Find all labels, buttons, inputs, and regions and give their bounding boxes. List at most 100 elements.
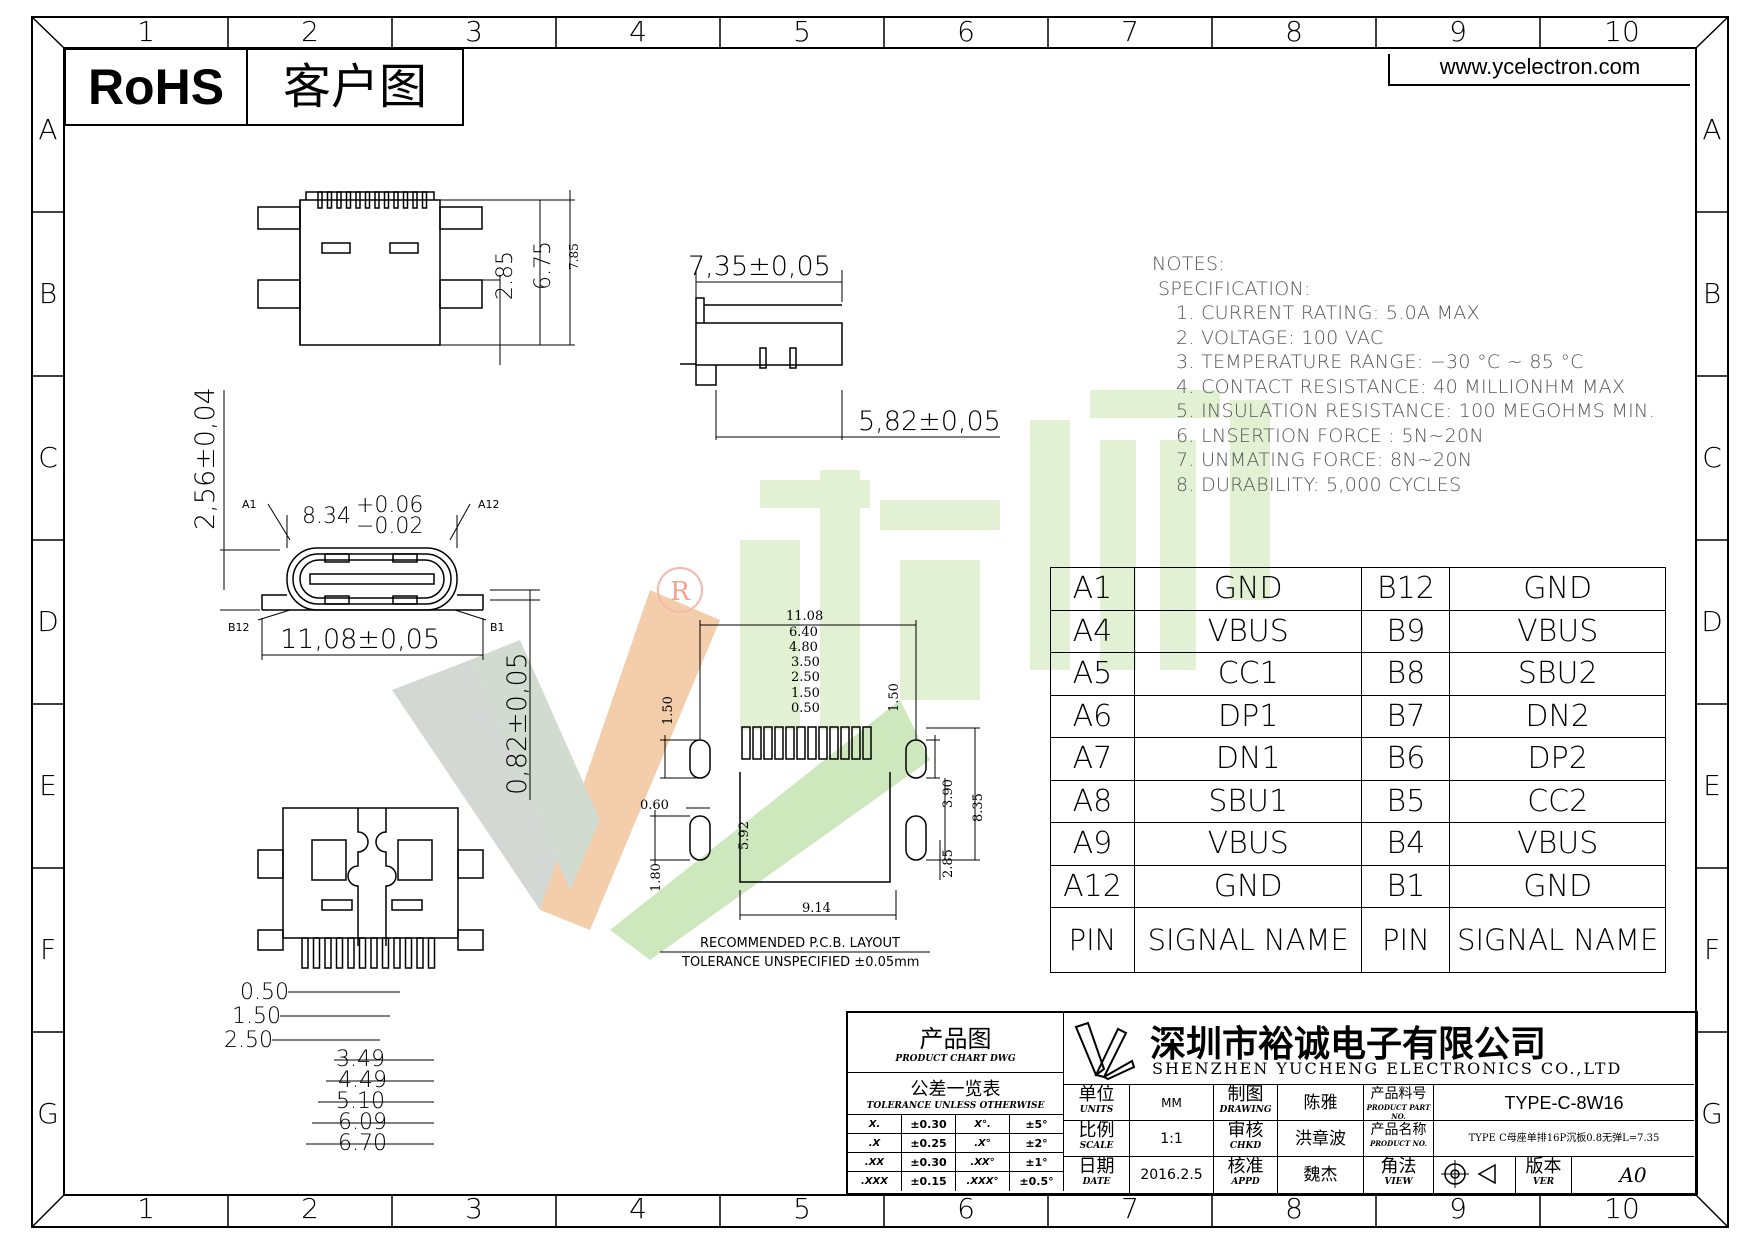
column-label: 10 <box>1604 15 1640 48</box>
pin-contact <box>374 191 380 209</box>
pin-contact <box>807 726 817 760</box>
pcb-dim-1-50: 1.50 <box>791 686 820 701</box>
pin-cell: B7 <box>1361 694 1451 738</box>
ver-label-cell: 版本 VER <box>1516 1157 1572 1193</box>
check-en: CHKD <box>1229 1141 1262 1151</box>
pin-contact <box>752 726 762 760</box>
label-a12: A12 <box>478 498 500 511</box>
pin-contact <box>412 191 418 209</box>
label-b12: B12 <box>228 621 250 634</box>
pcb-caption: RECOMMENDED P.C.B. LAYOUT <box>700 936 900 951</box>
tolerance-cell: .X° <box>956 1134 1010 1153</box>
pin-cell: A6 <box>1050 694 1135 738</box>
tolerance-cell: ±0.5° <box>1010 1172 1064 1191</box>
signal-cell: GND <box>1449 567 1666 611</box>
signal-cell: GND <box>1449 864 1666 908</box>
pin-contact <box>774 726 784 760</box>
tolerance-header-cell: 公差一览表 TOLERANCE UNLESS OTHERWISE <box>848 1073 1064 1115</box>
column-label: 8 <box>1285 1192 1303 1225</box>
tolerance-cell: ±2° <box>1010 1134 1064 1153</box>
pcb-dim-11-08: 11.08 <box>786 609 823 624</box>
pcb-tolerance: TOLERANCE UNSPECIFIED ±0.05mm <box>681 955 919 970</box>
pcb-dim-1-50-left: 1.50 <box>661 696 676 725</box>
dim-8-34-plus: +0.06 <box>356 493 423 518</box>
pin-footer-cell: SIGNAL NAME <box>1133 907 1363 973</box>
pin-contact <box>326 191 333 209</box>
part-value: TYPE-C-8W16 <box>1434 1085 1694 1121</box>
pin-contact <box>402 191 409 209</box>
pin-cell: A4 <box>1050 609 1135 653</box>
date-value: 2016.2.5 <box>1130 1157 1214 1193</box>
pin-cell: B5 <box>1361 779 1451 823</box>
units-cn: 单位 <box>1078 1084 1115 1105</box>
header-block: RoHS 客户图 <box>64 48 464 126</box>
tolerance-cell: X. <box>848 1115 902 1134</box>
pcb-dim-8-35: 8.35 <box>971 793 986 822</box>
label-b1: B1 <box>490 621 505 634</box>
pcb-dim-1-80: 1.80 <box>649 863 664 892</box>
drawing-label-cell: 制图 DRAWING <box>1214 1085 1278 1121</box>
tolerance-cell: .XXX <box>848 1172 902 1191</box>
customer-drawing-label: 客户图 <box>282 59 427 115</box>
pin-cell: A1 <box>1050 567 1135 611</box>
dim-0-82: 0,82±0,05 <box>502 652 533 795</box>
row-label: G <box>37 1097 59 1130</box>
signal-cell: GND <box>1133 567 1363 611</box>
tolerance-cell: .XX <box>848 1153 902 1172</box>
title-block: 产品图 PRODUCT CHART DWG 公差一览表 TOLERANCE UN… <box>846 1011 1698 1195</box>
pin-cell: A7 <box>1050 737 1135 781</box>
pin-cell: B8 <box>1361 652 1451 696</box>
pin-cell: B9 <box>1361 609 1451 653</box>
pin-contact <box>741 726 751 760</box>
dim-7-35: 7,35±0,05 <box>688 251 831 282</box>
row-label: A <box>1702 113 1722 146</box>
notes-title: NOTES: <box>1152 253 1226 275</box>
pcb-layout <box>650 620 980 953</box>
column-label: 7 <box>1121 1192 1139 1225</box>
drawing-value: 陈雅 <box>1278 1085 1364 1121</box>
signal-cell: VBUS <box>1449 609 1666 653</box>
signal-cell: DP1 <box>1133 694 1363 738</box>
tolerance-cn: 公差一览表 <box>910 1079 1001 1100</box>
pin-contact <box>818 726 828 760</box>
pin-contact <box>381 937 390 969</box>
column-label: 6 <box>957 15 975 48</box>
company-cell: 深圳市裕诚电子有限公司 SHENZHEN YUCHENG ELECTRONICS… <box>1064 1013 1694 1085</box>
column-label: 1 <box>137 15 155 48</box>
tolerance-cell: ±0.30 <box>902 1115 956 1134</box>
company-logo-icon <box>1074 1021 1136 1081</box>
pin-contact <box>358 937 367 969</box>
row-label: A <box>38 113 58 146</box>
date-cn: 日期 <box>1078 1156 1115 1177</box>
dim-2-56: 2,56±0,04 <box>190 387 221 530</box>
pin-contact <box>336 191 342 209</box>
row-label: E <box>39 769 57 802</box>
scale-en: SCALE <box>1079 1141 1114 1151</box>
signal-cell: SBU2 <box>1449 652 1666 696</box>
signal-cell: GND <box>1133 864 1363 908</box>
pcb-dim-2-50: 2.50 <box>791 670 820 685</box>
rohs-label: RoHS <box>66 50 248 124</box>
pin-contact <box>404 937 413 969</box>
pin-contact <box>851 726 861 760</box>
column-label: 2 <box>301 15 319 48</box>
column-label: 10 <box>1604 1192 1640 1225</box>
column-label: 5 <box>793 1192 811 1225</box>
company-name-en: SHENZHEN YUCHENG ELECTRONICS CO.,LTD <box>1152 1059 1623 1078</box>
column-label: 6 <box>957 1192 975 1225</box>
drawing-en: DRAWING <box>1219 1105 1272 1115</box>
pin-contact <box>427 937 436 969</box>
pin-contact <box>364 191 371 209</box>
row-label: C <box>1702 441 1722 474</box>
note-item: 6. LNSERTION FORCE : 5N~20N <box>1176 424 1484 447</box>
label-a1: A1 <box>242 498 257 511</box>
signal-cell: VBUS <box>1133 609 1363 653</box>
row-label: B <box>1702 277 1722 310</box>
pin-contact <box>355 191 361 209</box>
view-label-cell: 角法 VIEW <box>1364 1157 1434 1193</box>
